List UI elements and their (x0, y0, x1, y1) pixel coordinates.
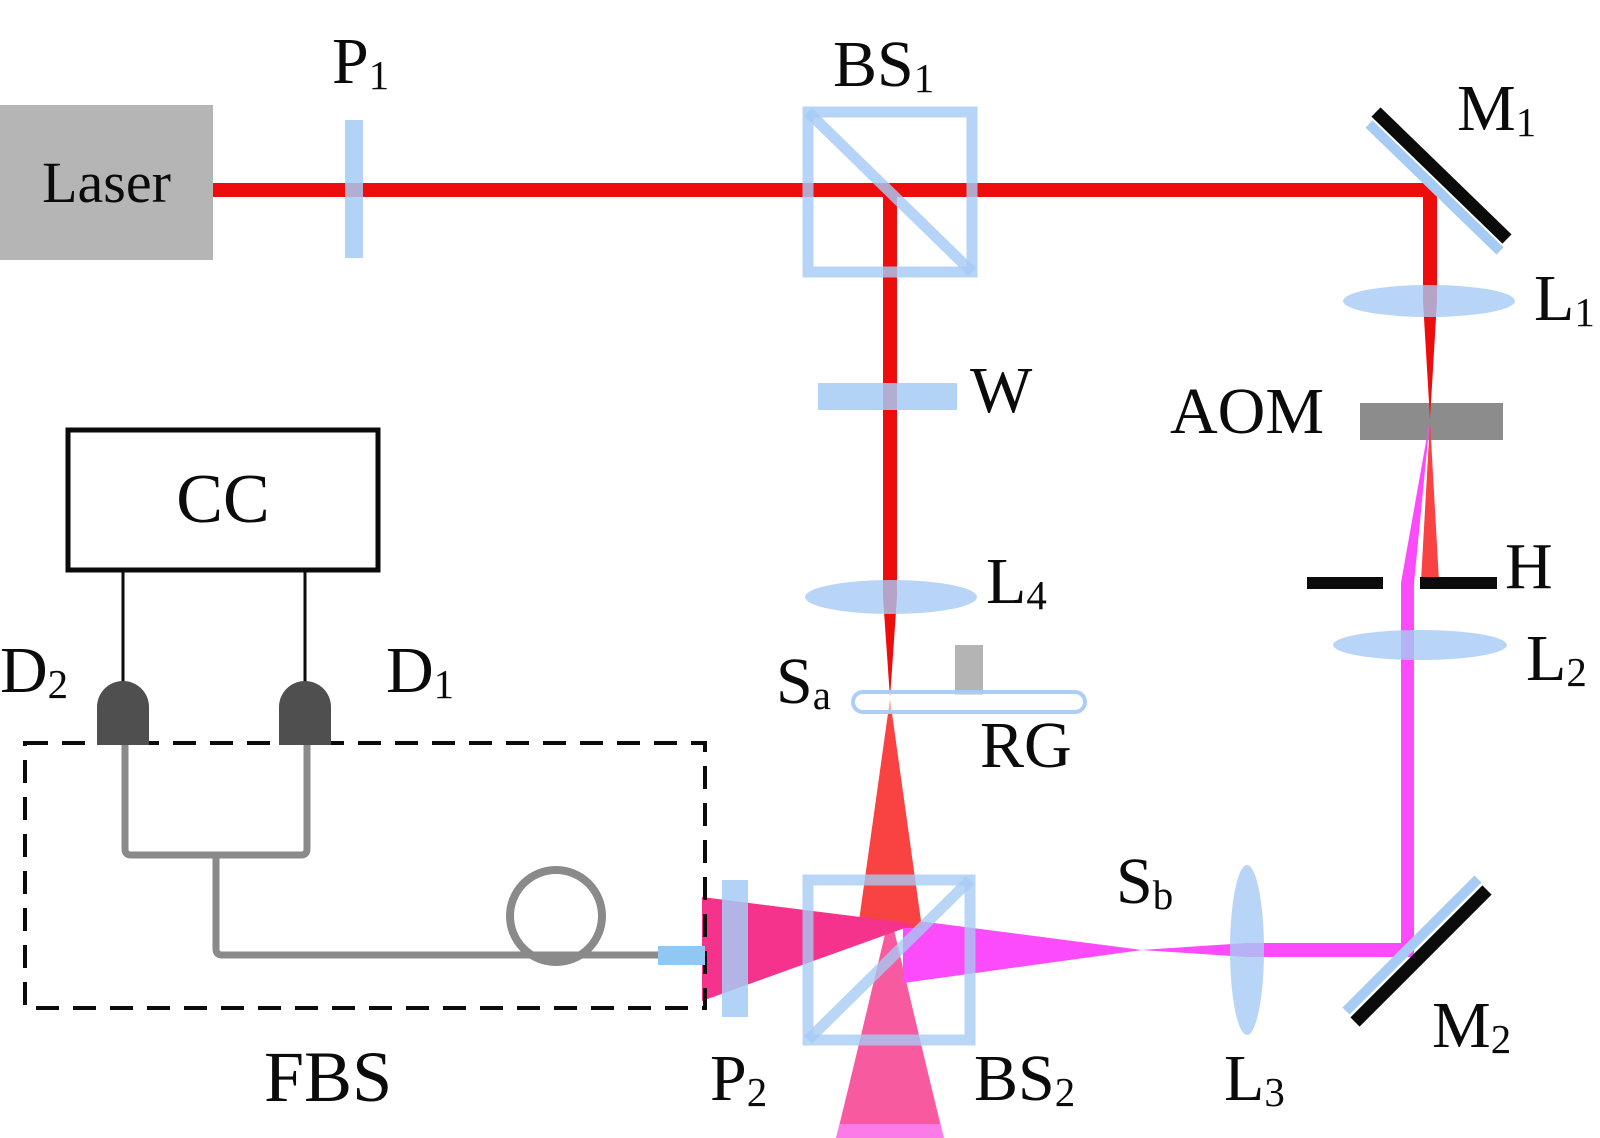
aperture-h-right (1420, 577, 1497, 589)
beam-magenta-vertical (1401, 583, 1414, 957)
label-l1: L1 (1534, 262, 1595, 335)
fiber-tip (658, 946, 705, 965)
polarizer-p1 (345, 120, 363, 258)
mirror-m1 (1365, 107, 1512, 255)
label-bs2: BS2 (974, 1042, 1076, 1115)
aperture-h-left (1307, 577, 1383, 589)
fiber-beamsplitter-box (23, 741, 707, 1010)
fiber-path (121, 744, 660, 959)
beam-magenta-horizontal (1247, 943, 1414, 957)
beam-red-zero-order (1421, 421, 1439, 581)
label-p2: P2 (710, 1042, 768, 1115)
label-h: H (1505, 530, 1553, 603)
mirror-m2 (1342, 875, 1492, 1027)
label-d2: D2 (0, 634, 69, 707)
beam-red-m1-to-l1 (1423, 190, 1437, 302)
lens-l3 (1230, 865, 1264, 1035)
beam-red-converge-sa (883, 597, 897, 698)
label-fbs: FBS (264, 1037, 393, 1117)
beam-red-converge-aom (1423, 301, 1437, 419)
beam-red-diverge-sa (858, 699, 922, 928)
lens-l1 (1343, 285, 1515, 317)
label-rg: RG (980, 709, 1072, 782)
label-cc: CC (176, 461, 270, 538)
beam-magenta-cone-sb (903, 919, 1142, 983)
coincidence-counter-box (65, 427, 381, 573)
label-p1: P1 (332, 25, 390, 98)
label-sa: Sa (776, 645, 831, 718)
beamsplitter-bs2 (802, 874, 976, 1046)
beam-magenta-aom-slant (1401, 419, 1430, 583)
beam-red-horizontal (213, 183, 1437, 197)
beamsplitter-bs1 (802, 106, 978, 278)
label-l2: L2 (1526, 622, 1587, 695)
label-aom: AOM (1170, 375, 1325, 448)
label-bs1: BS1 (833, 28, 935, 101)
beam-magenta-converge-sb (1142, 943, 1247, 957)
label-m1: M1 (1457, 72, 1537, 145)
polarizer-p2 (722, 880, 748, 1017)
lens-l2 (1333, 630, 1507, 660)
aom-modulator (1360, 403, 1503, 440)
sample-slide-sa (851, 690, 1087, 714)
lens-l4 (805, 580, 977, 614)
object-rg (955, 645, 983, 695)
detector-d1 (279, 681, 331, 745)
label-laser: Laser (42, 149, 171, 215)
label-m2: M2 (1432, 989, 1512, 1062)
label-sb: Sb (1116, 845, 1174, 918)
label-l3: L3 (1224, 1042, 1285, 1115)
label-l4: L4 (986, 545, 1047, 618)
label-d1: D1 (386, 634, 455, 707)
detector-d2 (97, 681, 149, 745)
beam-bottom-cone-pink (840, 913, 940, 1124)
laser-box (0, 105, 213, 260)
label-w: W (970, 354, 1033, 427)
fiber-loop (506, 866, 606, 966)
waveplate-w (818, 383, 957, 410)
